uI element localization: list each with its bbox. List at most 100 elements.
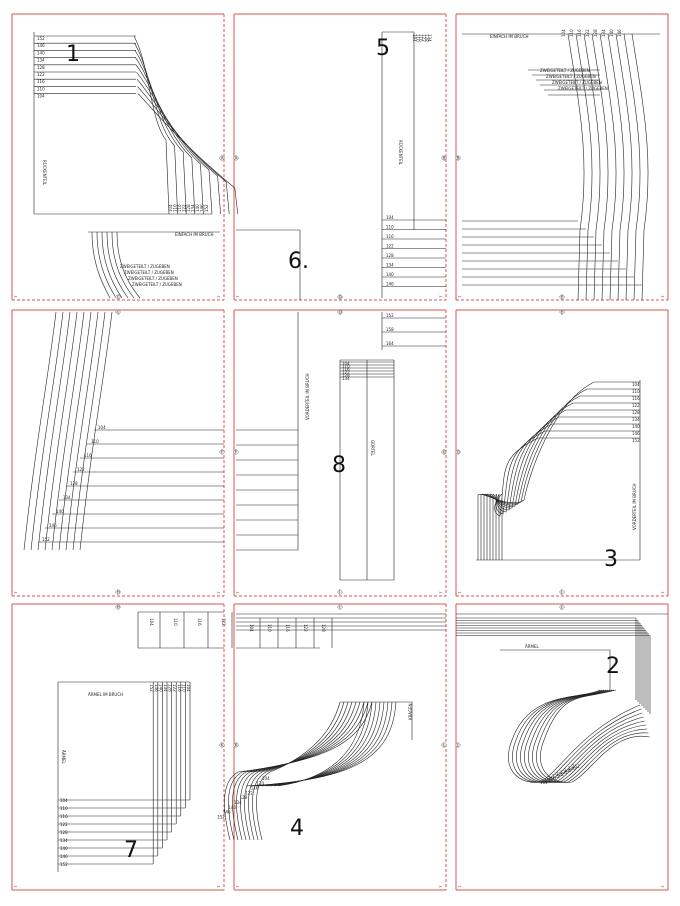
size-label: 128 (556, 772, 564, 777)
size-label: 134 (560, 770, 568, 775)
side-seam-curve (583, 33, 601, 301)
size-label: 146 (200, 204, 205, 212)
size-label: 122 (386, 244, 394, 249)
size-label: 104 (37, 94, 45, 99)
size-label: 152 (572, 764, 580, 769)
side-seam-curve (23, 311, 57, 551)
size-label: 134 (63, 495, 71, 500)
side-seam-curve (37, 311, 71, 551)
match-marker-diamond (440, 741, 448, 749)
size-label: 122 (60, 822, 68, 827)
size-label: 116 (577, 29, 582, 37)
size-label: 128 (37, 65, 45, 70)
piece-label: EINFACH IM BRUCH (490, 34, 529, 39)
side-seam-curve (575, 33, 593, 301)
match-marker-diamond (454, 154, 462, 162)
match-marker-diamond (114, 603, 122, 611)
size-label: 122 (77, 467, 85, 472)
piece-number-3: 3 (604, 547, 618, 572)
scissor-icon: ✂ (217, 590, 221, 595)
match-marker-label: K (235, 742, 238, 747)
match-marker-label: F (221, 449, 224, 454)
scissor-icon: ✂ (217, 294, 221, 299)
side-seam-curve (30, 311, 64, 551)
size-label: 152 (60, 862, 68, 867)
scissor-icon: ✂ (14, 884, 18, 889)
match-marker-label: E (561, 309, 564, 314)
size-label: 128 (593, 29, 598, 37)
size-label: 110 (342, 364, 350, 369)
cuff-curve (96, 231, 117, 299)
armhole-curve (134, 43, 178, 215)
size-label: 146 (223, 810, 231, 815)
match-marker-diamond (440, 448, 448, 456)
match-marker-diamond (218, 154, 226, 162)
match-marker-label: C (117, 294, 120, 299)
size-label: 134 (37, 58, 45, 63)
size-label: 104 (262, 776, 270, 781)
side-seam-curve (615, 33, 633, 301)
match-marker-diamond (336, 293, 344, 301)
size-label: 104 (249, 624, 254, 632)
side-seam-curve (44, 311, 78, 551)
cuff-curve (111, 231, 135, 299)
match-marker-label: A (235, 155, 238, 160)
match-marker-diamond (336, 603, 344, 611)
size-label: 134 (191, 204, 196, 212)
collar-curve (273, 701, 369, 787)
cuff-curve (106, 231, 129, 299)
neck-curve (477, 381, 595, 560)
scissor-icon: ✂ (439, 884, 443, 889)
size-label: 104 (412, 34, 417, 42)
notch-label: ZWEIGETEILT / ZUGEBEN (558, 86, 608, 91)
side-seam-curve (623, 33, 641, 301)
match-marker-label: H (117, 604, 120, 609)
piece-label: RÜCKENTEIL (42, 160, 47, 186)
size-label: 140 (60, 846, 68, 851)
match-marker-diamond (232, 448, 240, 456)
size-label: 104 (149, 618, 154, 626)
piece-number-2: 2 (606, 654, 620, 679)
size-label: 104 (60, 798, 68, 803)
size-label: 116 (177, 684, 182, 692)
match-marker-diamond (336, 308, 344, 316)
size-label: 146 (617, 29, 622, 37)
size-label: 128 (60, 830, 68, 835)
size-label: 104 (540, 780, 548, 785)
size-label: 128 (186, 204, 191, 212)
size-label: 128 (424, 34, 429, 42)
side-seam-curve (65, 311, 99, 551)
collar-curve (244, 701, 353, 841)
piece-label: ÄRMEL IM BRUCH (88, 692, 123, 697)
size-label: 152 (37, 36, 45, 41)
size-label: 122 (632, 403, 640, 408)
notch-label: ZWEIGETEILT / ZUGEBEN (128, 276, 178, 281)
match-marker-label: H (117, 589, 120, 594)
size-label: 128 (632, 410, 640, 415)
size-label: 140 (609, 29, 614, 37)
armhole-curve (137, 93, 239, 215)
pattern-pieces (23, 31, 668, 872)
match-marker-label: L (443, 742, 446, 747)
scissor-icon: ✂ (217, 884, 221, 889)
piece-label: EINFACH IM BRUCH (175, 232, 214, 237)
match-marker-diamond (114, 308, 122, 316)
size-label: 116 (548, 776, 556, 781)
piece-label: VORDERTEIL IM BRUCH (632, 484, 637, 531)
neck-curve (494, 437, 539, 560)
size-label: 140 (564, 768, 572, 773)
neck-curve (486, 402, 574, 560)
size-label: 110 (415, 34, 420, 42)
cuff-curve (116, 231, 141, 299)
size-label: 110 (173, 618, 178, 626)
collar-curve (257, 701, 385, 787)
size-label: 146 (154, 684, 159, 692)
notch-label: ZWEIGETEILT / ZUGEBEN (120, 264, 170, 269)
scissor-icon: ✂ (439, 294, 443, 299)
match-marker-diamond (232, 154, 240, 162)
sleeve-curve (528, 689, 647, 783)
notch-label: ZWEIGETEILT / ZUGEBEN (540, 68, 590, 73)
size-label: 122 (552, 774, 560, 779)
size-label: 104 (632, 382, 640, 387)
piece-number-4: 4 (290, 816, 304, 841)
